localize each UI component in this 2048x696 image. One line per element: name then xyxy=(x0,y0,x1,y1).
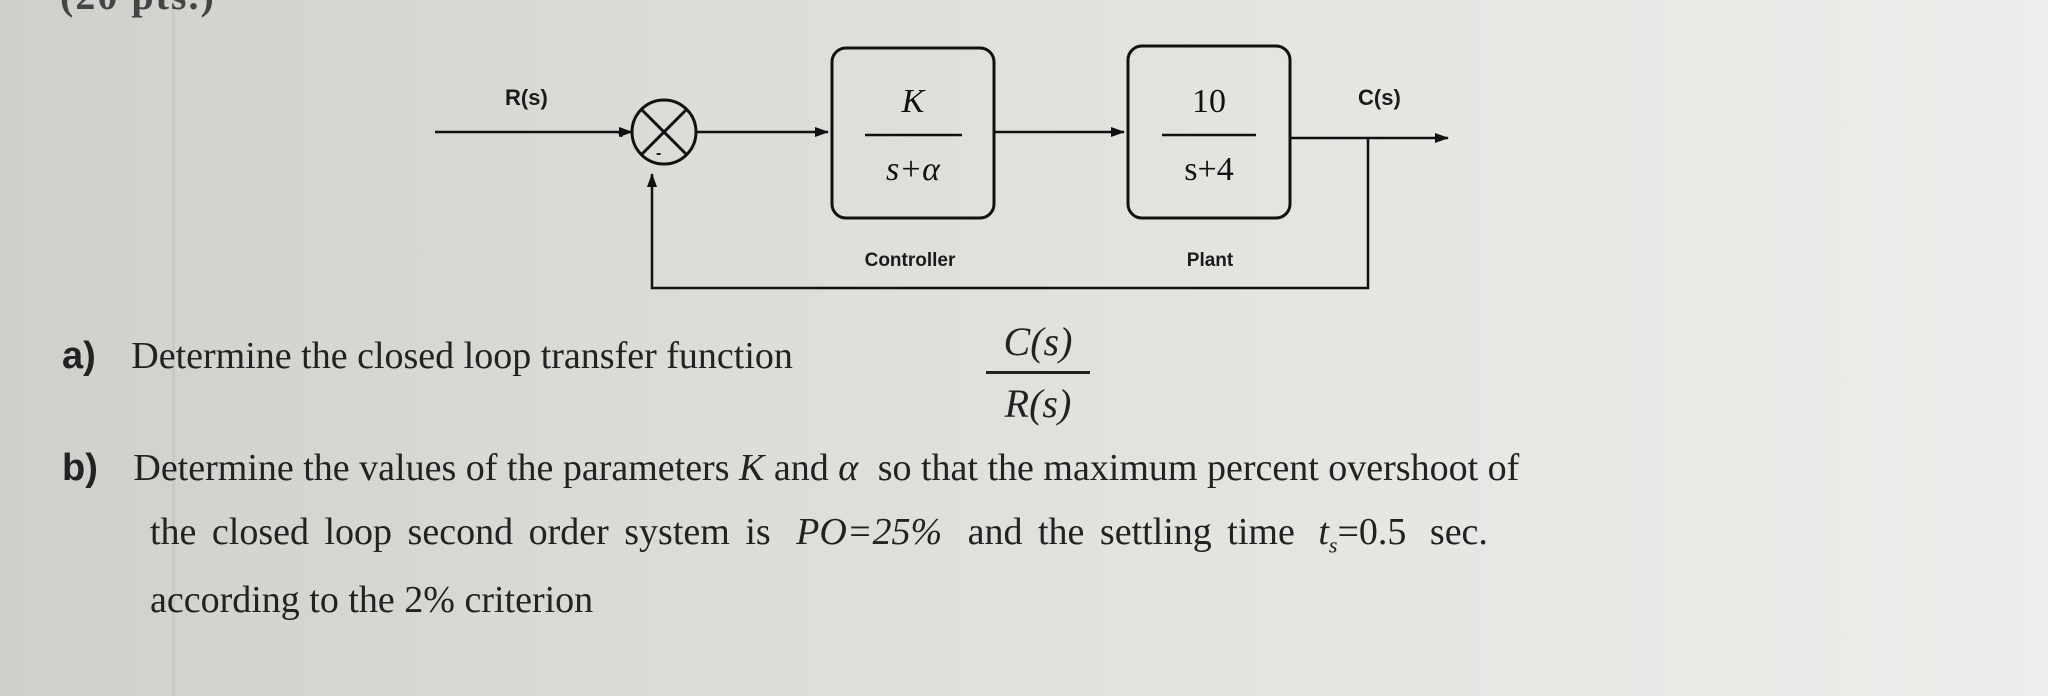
fraction-numerator: C(s) xyxy=(1003,319,1073,364)
minus-sign: - xyxy=(656,145,661,162)
plant-numerator: 10 xyxy=(1192,83,1226,120)
question-a-text: Determine the closed loop transfer funct… xyxy=(131,335,793,377)
transfer-function-fraction: C(s) R(s) xyxy=(986,318,1090,427)
fraction-denominator: R(s) xyxy=(1004,381,1072,426)
question-b-line3: according to the 2% criterion xyxy=(150,578,593,622)
var-alpha: α xyxy=(838,447,859,489)
plant-caption: Plant xyxy=(1187,250,1234,271)
controller-numerator: K xyxy=(901,83,927,120)
output-label: C(s) xyxy=(1358,85,1401,110)
question-b-text-1: Determine the values of the parameters xyxy=(133,447,730,489)
controller-block: K s+α xyxy=(830,46,996,220)
question-b-line2: the closed loop second order system is P… xyxy=(150,510,1488,559)
plant-denominator: s+4 xyxy=(1184,151,1233,188)
question-b-text-3: according to the 2% criterion xyxy=(150,579,594,621)
fraction-bar xyxy=(986,371,1090,374)
notebook-margin-line xyxy=(172,0,175,696)
question-b-text-2b: and the settling time xyxy=(967,511,1295,553)
plant-block: 10 s+4 xyxy=(1126,44,1292,220)
question-b-text-1b: so that the maximum percent overshoot of xyxy=(877,447,1520,489)
plus-sign: + xyxy=(617,125,626,142)
question-a: a) Determine the closed loop transfer fu… xyxy=(62,334,793,378)
po-value: PO=25% xyxy=(796,511,943,553)
question-a-label: a) xyxy=(62,335,96,377)
settling-time-symbol: ts xyxy=(1318,511,1338,558)
block-diagram: R(s) + - K s+α Controller 10 s+4 Plant C… xyxy=(435,44,1449,290)
question-b-text-2: the closed loop second order system is xyxy=(150,511,771,553)
controller-denominator: s+α xyxy=(886,151,941,188)
and-word: and xyxy=(773,447,829,489)
var-k: K xyxy=(739,447,765,489)
seconds-unit: sec. xyxy=(1429,511,1488,553)
question-b-line1: b) Determine the values of the parameter… xyxy=(62,446,1519,490)
points-header-fragment: (20 pts.) xyxy=(60,0,216,19)
settling-time-value: =0.5 xyxy=(1337,511,1407,553)
controller-caption: Controller xyxy=(865,250,956,271)
summing-junction: + - xyxy=(617,98,698,166)
feedback-path xyxy=(647,138,1370,290)
input-label: R(s) xyxy=(505,85,548,110)
question-b-label: b) xyxy=(62,447,98,489)
